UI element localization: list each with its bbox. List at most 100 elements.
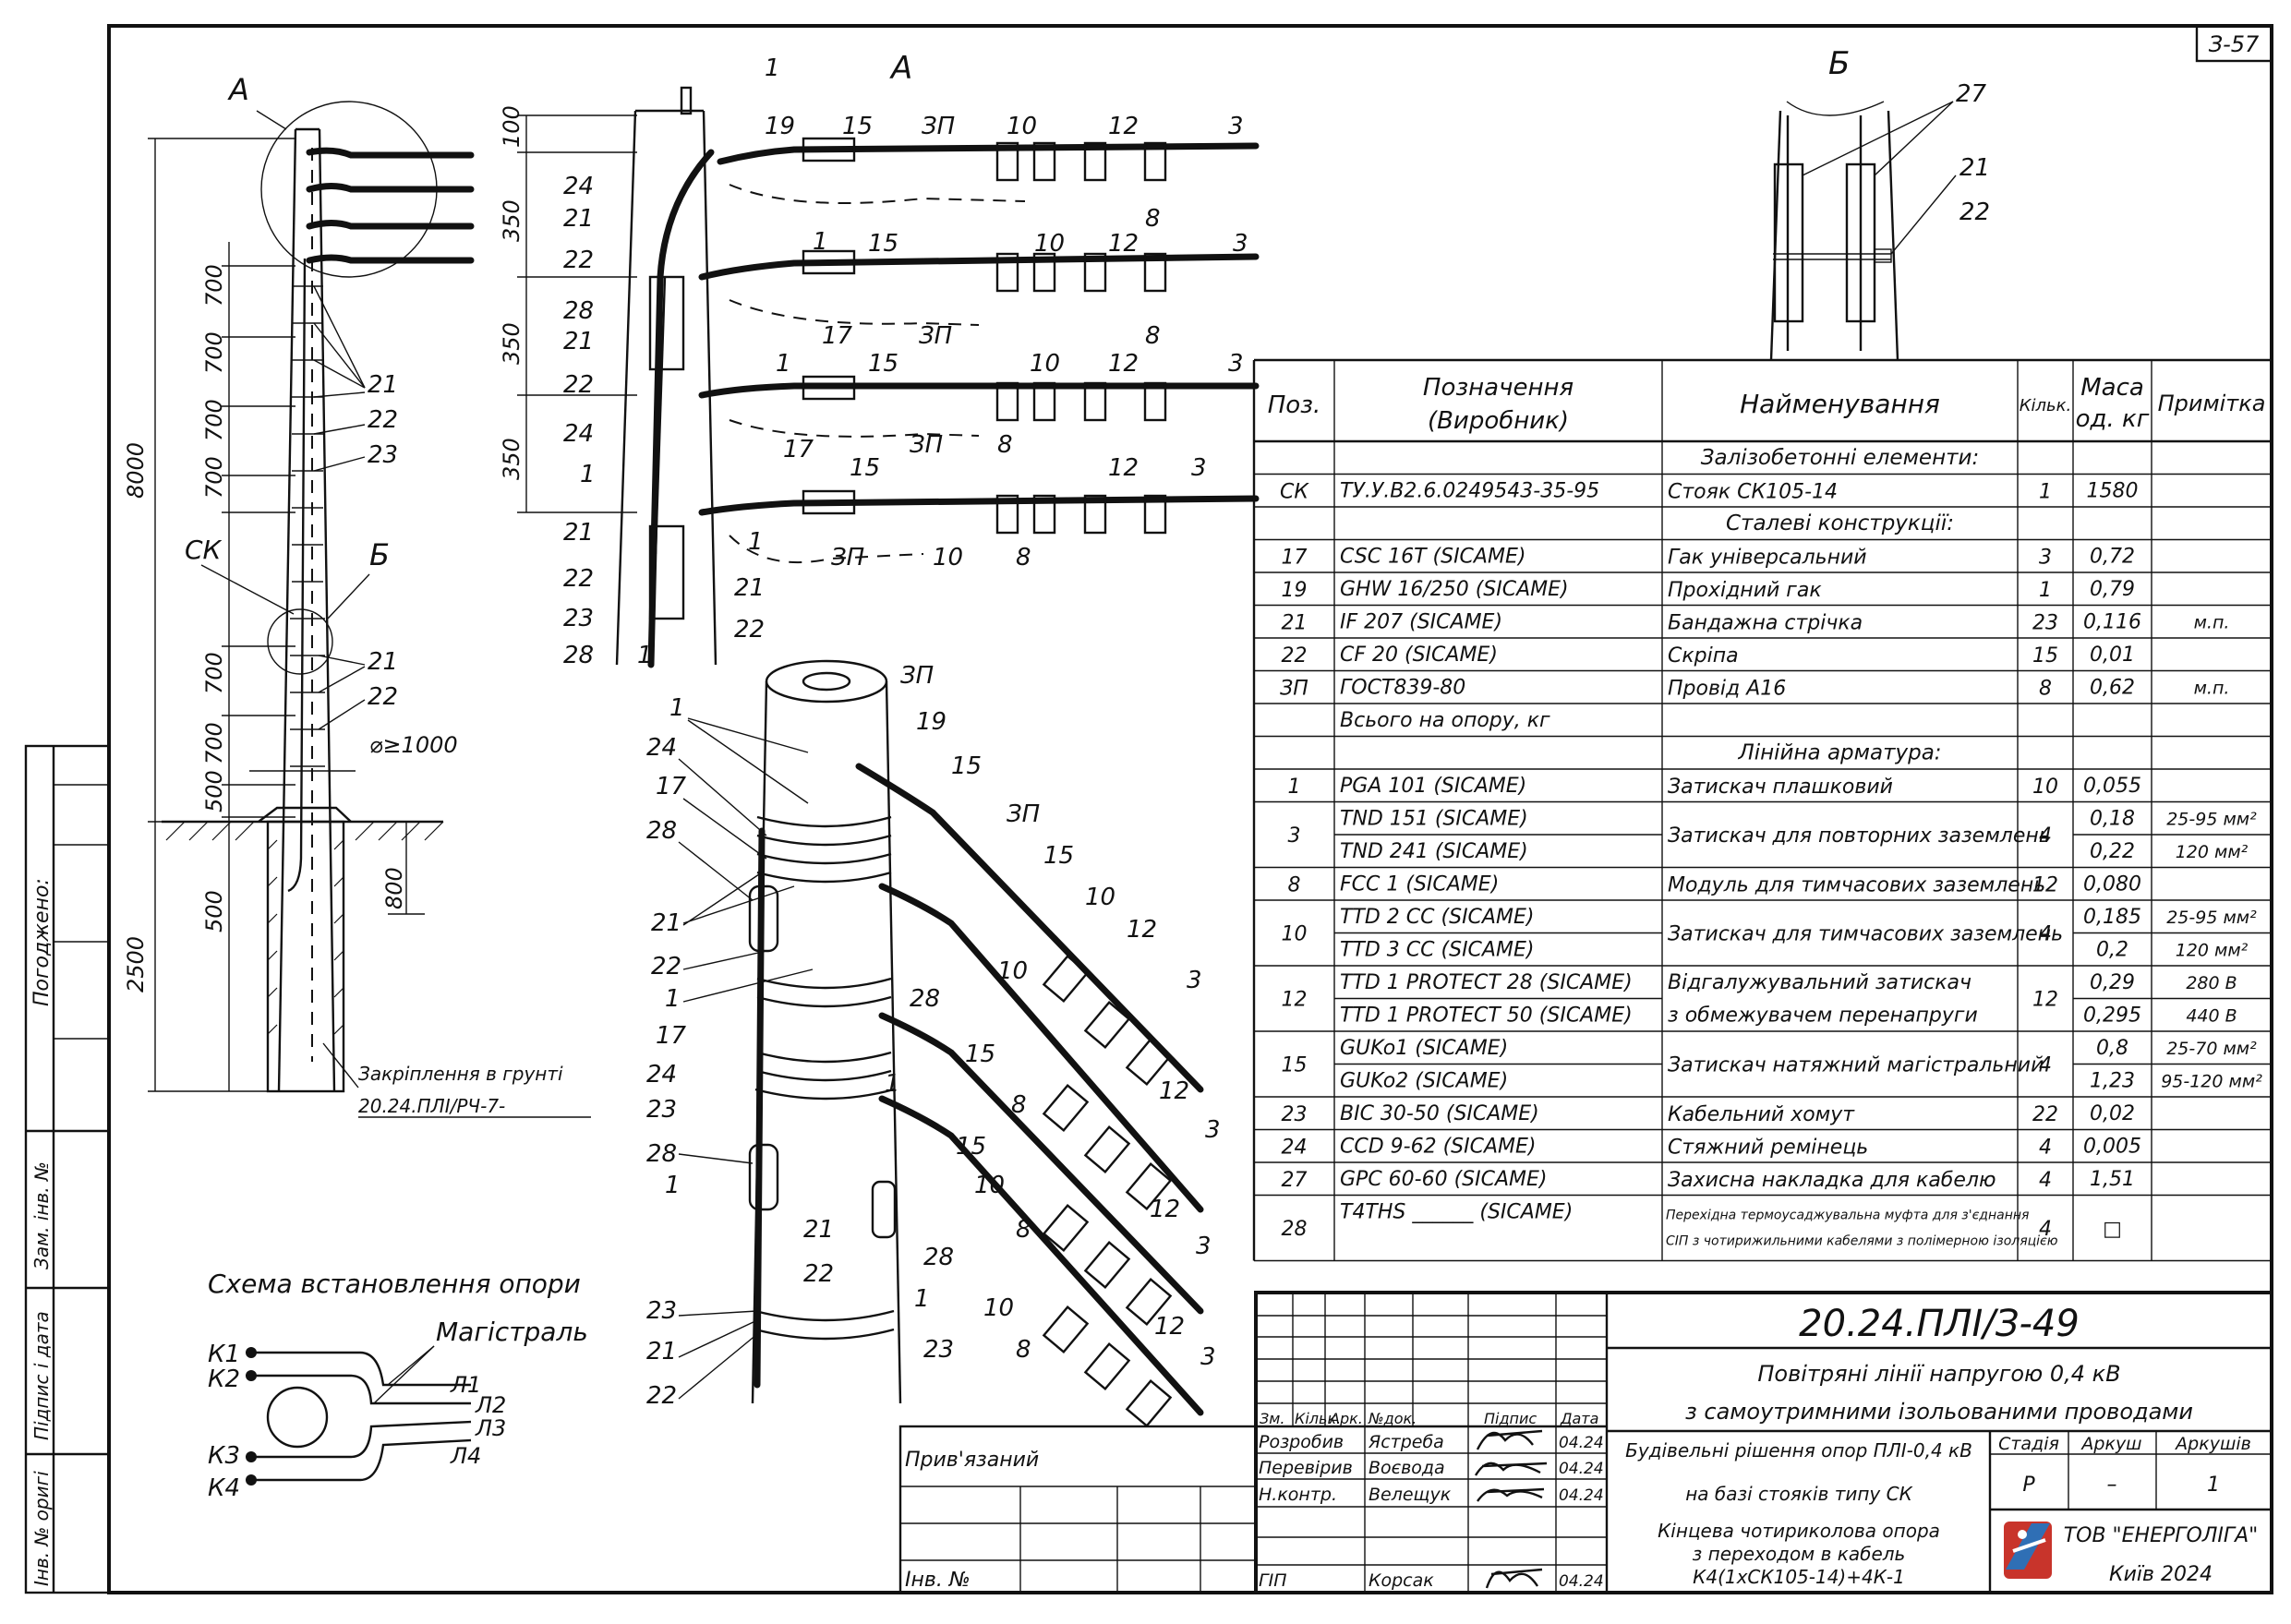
spec-mass: 0,29	[2090, 971, 2135, 994]
spec-note: 120 мм²	[2176, 842, 2249, 862]
callout-1-iso-b: 1	[914, 1285, 930, 1313]
spec-mass: 0,02	[2090, 1102, 2135, 1125]
dim-diameter: ⌀≥1000	[369, 732, 458, 758]
callout-1-iso: 1	[885, 1070, 900, 1098]
callout-zp-iso-b: ЗП	[1007, 800, 1040, 828]
callout-8-iso-a: 8	[1011, 1091, 1027, 1119]
tb-name-2: Воєвода	[1369, 1458, 1445, 1478]
callout-21-a: 21	[368, 371, 398, 399]
spec-code: ГОСТ839-80	[1340, 677, 1465, 700]
spec-pos: 23	[1282, 1103, 1308, 1126]
callout-3-top: 3	[1228, 113, 1244, 140]
spec-note: 25-95 мм²	[2166, 810, 2257, 830]
spec-pos: 10	[1282, 923, 1308, 946]
callout-24-b: 24	[563, 420, 594, 448]
spec-pos: 22	[1282, 644, 1308, 668]
callout-17-a: 17	[822, 322, 853, 350]
callout-8-b: 8	[1145, 322, 1161, 350]
spec-qty: 4	[2039, 824, 2052, 848]
spec-mass: 1,23	[2090, 1070, 2135, 1093]
spec-code: CCD 9-62 (SICAME)	[1340, 1136, 1537, 1159]
tb-name-1: Ястреба	[1368, 1432, 1444, 1452]
tb-name-3: Велещук	[1369, 1485, 1452, 1505]
callout-1-c: 1	[813, 228, 828, 256]
spec-name: Стояк СК105-14	[1668, 480, 1838, 503]
spec-code: T4THS ______ (SICAME)	[1340, 1201, 1573, 1224]
callout-22-b2: 22	[1959, 198, 1990, 226]
tb-head-data: Дата	[1560, 1410, 1598, 1427]
spec-name: Скріпа	[1668, 644, 1739, 668]
tb-date-1: 04.24	[1559, 1434, 1604, 1452]
tb-date-4: 04.24	[1559, 1572, 1604, 1591]
tb-title-line1: Повітряні лінії напругою 0,4 кВ	[1757, 1361, 2120, 1387]
spec-pos: 28	[1282, 1218, 1308, 1241]
callout-8-a: 8	[1145, 205, 1161, 233]
callout-24-iso-a: 24	[646, 734, 677, 762]
callout-22-e: 22	[563, 565, 594, 593]
spec-head-mass: Маса	[2080, 374, 2144, 402]
label-view-b-left: Б	[369, 537, 390, 572]
tb-date-2: 04.24	[1559, 1460, 1604, 1478]
spec-qty: 15	[2032, 644, 2058, 668]
spec-name: Модуль для тимчасових заземлень	[1668, 873, 2045, 896]
spec-head-note: Примітка	[2158, 391, 2266, 416]
callout-22-d: 22	[563, 371, 594, 399]
callout-3-c: 3	[1228, 350, 1244, 378]
callout-22-f: 22	[734, 616, 765, 644]
callout-3-iso-a: 3	[1187, 967, 1202, 994]
spec-pos: 1	[1288, 776, 1301, 799]
dim-700-a: 700	[201, 264, 227, 307]
callout-15-iso-b: 15	[1043, 842, 1074, 870]
tb-head-zm: Зм.	[1260, 1410, 1284, 1427]
tb-inv: Інв. №	[905, 1569, 971, 1592]
stamp-inv-replace: Зам. інв. №	[30, 1161, 53, 1269]
callout-8-c: 8	[997, 431, 1013, 459]
callout-23-iso-a: 23	[923, 1336, 954, 1364]
spec-name: Затискач натяжний магістральний	[1668, 1054, 2044, 1077]
scheme-k2: К2	[208, 1365, 240, 1393]
callout-15-iso-c: 15	[965, 1041, 995, 1068]
callout-24-iso-b: 24	[646, 1061, 677, 1089]
spec-mass: 0,62	[2090, 677, 2135, 700]
detail-view-a: А 100 350 350 350	[499, 50, 1260, 669]
spec-qty: 22	[2032, 1103, 2058, 1126]
spec-section: Залізобетонні елементи:	[1701, 446, 1979, 470]
detail-view-b: Б 27 21 22	[1769, 45, 1990, 361]
tb-date-3: 04.24	[1559, 1486, 1604, 1505]
callout-22-b: 22	[368, 683, 398, 711]
tb-name-4: Корсак	[1369, 1570, 1434, 1591]
spec-head-qty: Кільк.	[2020, 396, 2072, 415]
callout-21-f: 21	[734, 574, 765, 602]
callout-17-iso-b: 17	[656, 1022, 687, 1050]
callout-3-iso-d: 3	[1200, 1343, 1216, 1371]
spec-code: TND 151 (SICAME)	[1340, 808, 1528, 831]
spec-pos: 27	[1282, 1169, 1308, 1192]
callout-28-a: 28	[563, 297, 594, 325]
spec-mass: 0,72	[2090, 546, 2135, 569]
spec-head-name: Найменування	[1740, 389, 1940, 419]
spec-pos: 19	[1282, 579, 1308, 602]
callout-1-top: 1	[765, 54, 780, 82]
callout-22-c: 22	[563, 247, 594, 274]
spec-code: TTD 1 PROTECT 28 (SICAME)	[1340, 971, 1633, 994]
callout-23-a: 23	[368, 441, 398, 469]
spec-note: 25-95 мм²	[2166, 908, 2257, 928]
callout-15-iso-a: 15	[951, 752, 982, 780]
spec-note: 120 мм²	[2176, 941, 2249, 961]
spec-name: Провід А16	[1668, 677, 1786, 700]
spec-qty: 4	[2039, 1169, 2052, 1192]
label-view-b: Б	[1828, 45, 1850, 82]
callout-1-iso-d: 1	[665, 985, 681, 1013]
dim-total: 8000	[123, 442, 149, 499]
spec-qty: 12	[2032, 873, 2058, 896]
spec-name: Відгалужувальний затискач	[1668, 971, 1971, 994]
spec-code: CSC 16T (SICAME)	[1340, 546, 1525, 569]
callout-8-d: 8	[1016, 544, 1031, 571]
scheme-k4: К4	[208, 1474, 240, 1502]
callout-10-c: 10	[1030, 350, 1060, 378]
dim-500-b: 500	[201, 890, 227, 932]
callout-28-iso-c: 28	[646, 817, 677, 845]
spec-name: Затискач плашковий	[1668, 776, 1893, 799]
